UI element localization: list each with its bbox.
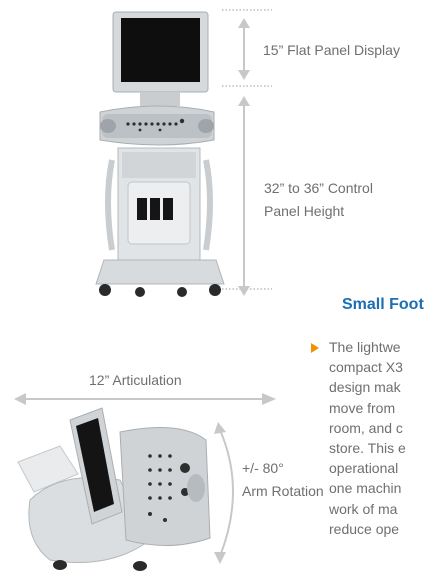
- articulation-label: 12” Articulation: [89, 372, 182, 388]
- bullet-text: The lightwe compact X3 design mak move f…: [329, 337, 406, 539]
- bullet-line: operational: [329, 460, 399, 477]
- bullet-line: compact X3: [329, 359, 403, 376]
- bullet-line: work of ma: [329, 500, 398, 517]
- bullet-line: reduce ope: [329, 520, 400, 537]
- bullet-line: move from: [329, 399, 396, 416]
- bullet-marker: [311, 343, 319, 353]
- rotation-label-line2: Arm Rotation: [242, 483, 324, 499]
- bullet-line: store. This e: [329, 440, 406, 457]
- control-panel-height-label-line2: Panel Height: [264, 203, 345, 219]
- bullet-line: The lightwe: [329, 339, 401, 355]
- bullet-line: design mak: [329, 379, 401, 396]
- control-panel-height-label-line1: 32” to 36” Control: [264, 180, 373, 196]
- display-size-label: 15” Flat Panel Display: [263, 42, 400, 58]
- bullet-line: room, and c: [329, 419, 403, 436]
- rotation-label-line1: +/- 80°: [242, 460, 284, 476]
- section-heading: Small Foot: [342, 296, 424, 313]
- bullet-line: one machin: [329, 480, 402, 497]
